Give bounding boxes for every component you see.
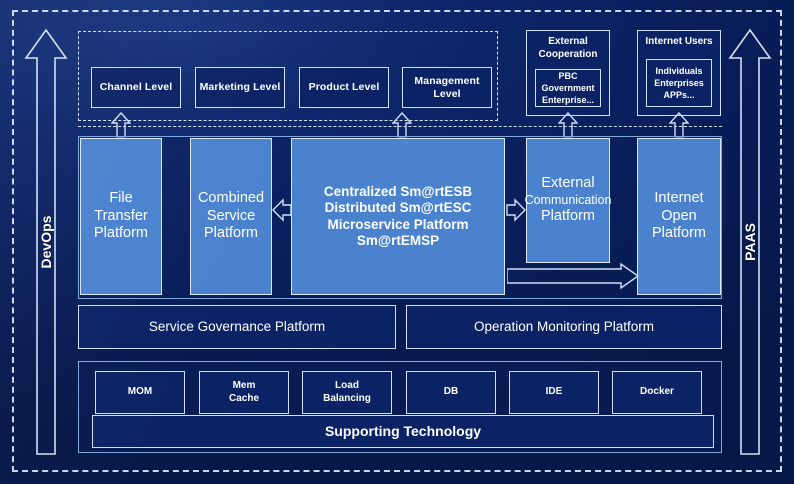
platform-boundary-dashed-line — [78, 126, 722, 127]
tech-mem-cache-line-2: Cache — [228, 392, 259, 404]
tech-box-ide[interactable]: IDE — [509, 371, 599, 414]
tech-box-db[interactable]: DB — [406, 371, 496, 414]
tech-box-mom[interactable]: MOM — [95, 371, 185, 414]
connector-arrow-esb-to-internet-open — [507, 263, 639, 289]
external-comm-line-1: External — [541, 175, 595, 192]
internet-open-line-3: Platform — [652, 225, 706, 242]
combined-service-platform-box[interactable]: Combined Service Platform — [190, 138, 272, 295]
external-cooperation-detail-box: PBC Government Enterprise... — [535, 69, 601, 107]
channel-level-box[interactable]: Channel Level — [91, 67, 181, 108]
connector-arrow-file-transfer — [111, 112, 131, 138]
marketing-level-label: Marketing Level — [199, 81, 281, 94]
external-comm-line-2: Communication — [524, 192, 612, 207]
file-transfer-platform-box[interactable]: File Transfer Platform — [80, 138, 162, 295]
connector-arrow-esb — [392, 112, 412, 138]
esb-line-1: Centralized Sm@rtESB — [323, 183, 473, 199]
product-level-label: Product Level — [308, 81, 380, 94]
file-transfer-line-3: Platform — [94, 225, 148, 242]
operation-monitoring-platform-box[interactable]: Operation Monitoring Platform — [406, 305, 722, 349]
internet-users-title: Internet Users — [645, 36, 713, 47]
tech-ide-label: IDE — [545, 386, 563, 398]
tech-box-load-balancing[interactable]: Load Balancing — [302, 371, 392, 414]
tech-load-balancing-line-2: Balancing — [323, 392, 371, 404]
internet-open-platform-box[interactable]: Internet Open Platform — [637, 138, 721, 295]
combined-service-line-2: Service — [206, 207, 256, 224]
tech-mom-label: MOM — [127, 386, 153, 398]
connector-arrow-right-external-comm — [506, 198, 526, 222]
combined-service-line-3: Platform — [204, 225, 258, 242]
internet-users-detail-box: Individuals Enterprises APPs... — [646, 59, 712, 107]
supporting-technology-label: Supporting Technology — [324, 422, 482, 439]
esb-line-2: Distributed Sm@rtESC — [324, 200, 472, 216]
internet-users-box[interactable]: Internet Users Individuals Enterprises A… — [637, 30, 721, 116]
devops-arrow: DevOps — [24, 28, 68, 456]
paas-arrow: PAAS — [728, 28, 772, 456]
connector-arrow-external-comm — [558, 112, 578, 138]
file-transfer-line-2: Transfer — [94, 207, 148, 224]
tech-docker-label: Docker — [640, 386, 674, 398]
tech-box-docker[interactable]: Docker — [612, 371, 702, 414]
external-cooperation-title: External Cooperation — [538, 36, 598, 60]
marketing-level-box[interactable]: Marketing Level — [195, 67, 285, 108]
esb-line-3: Microservice Platform Sm@rtEMSP — [327, 216, 469, 248]
tech-load-balancing-line-1: Load — [335, 380, 359, 392]
tech-db-label: DB — [443, 386, 459, 398]
file-transfer-line-1: File — [109, 189, 133, 206]
esb-esc-emsp-platform-box[interactable]: Centralized Sm@rtESB Distributed Sm@rtES… — [291, 138, 505, 295]
service-governance-platform-box[interactable]: Service Governance Platform — [78, 305, 396, 349]
tech-mem-cache-line-1: Mem — [232, 380, 256, 392]
connector-arrow-left-combined-service — [272, 198, 292, 222]
channel-level-label: Channel Level — [99, 81, 173, 94]
paas-arrow-label: PAAS — [742, 223, 758, 261]
internet-open-line-2: Open — [661, 207, 697, 224]
combined-service-line-1: Combined — [197, 189, 265, 206]
external-communication-platform-box[interactable]: External Communication Platform — [524, 138, 612, 263]
external-cooperation-detail: PBC Government Enterprise... — [541, 70, 595, 106]
product-level-box[interactable]: Product Level — [299, 67, 389, 108]
operation-monitoring-label: Operation Monitoring Platform — [473, 318, 655, 334]
management-level-box[interactable]: Management Level — [402, 67, 492, 108]
tech-box-mem-cache[interactable]: Mem Cache — [199, 371, 289, 414]
external-cooperation-box[interactable]: External Cooperation PBC Government Ente… — [526, 30, 610, 116]
internet-users-detail: Individuals Enterprises APPs... — [654, 65, 704, 101]
external-comm-line-3: Platform — [541, 208, 595, 225]
management-level-label: Management Level — [414, 74, 480, 100]
consumer-levels-region — [78, 31, 498, 121]
internet-open-line-1: Internet — [654, 189, 704, 206]
connector-arrow-internet-open — [669, 112, 689, 138]
service-governance-label: Service Governance Platform — [148, 318, 326, 334]
supporting-technology-bar[interactable]: Supporting Technology — [92, 415, 714, 448]
devops-arrow-label: DevOps — [38, 215, 54, 269]
